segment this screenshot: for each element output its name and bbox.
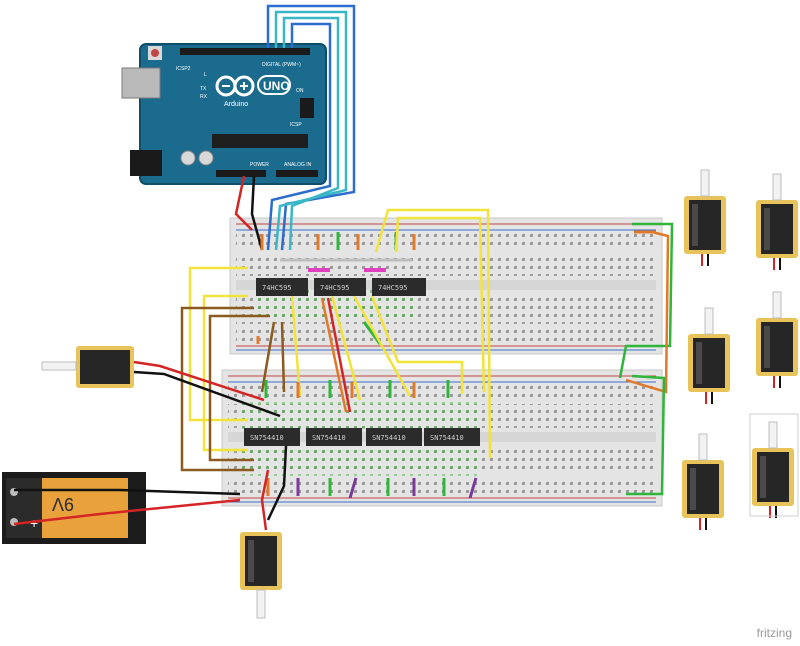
- solenoid: [682, 433, 724, 530]
- arduino-logo: UNO Arduino: [215, 75, 291, 108]
- breadboard-bottom: [221, 369, 663, 507]
- power-jack: [130, 150, 162, 176]
- atmega-chip: [212, 134, 308, 148]
- signal-wires: [234, 4, 356, 251]
- solenoid: [756, 291, 798, 388]
- usb-port: [121, 67, 161, 99]
- on-label: ON: [296, 88, 304, 94]
- chip-label-driver-1: SN754410: [250, 434, 284, 442]
- shift-register-chips: 74HC595 74HC595 74HC595: [256, 278, 426, 296]
- solenoid-group: [41, 169, 799, 619]
- reset-label: RESET: [146, 38, 163, 44]
- chip-label-driver-2: SN754410: [312, 434, 346, 442]
- solenoid: [752, 421, 794, 518]
- power-header: [216, 170, 266, 177]
- solenoid: [688, 307, 730, 404]
- digital-label: DIGITAL (PWM~): [262, 62, 301, 68]
- tx-label: TX: [200, 86, 207, 92]
- battery-voltage: 9V: [52, 494, 74, 514]
- icsp-label: ICSP: [290, 122, 302, 128]
- chip-label-driver-3: SN754410: [372, 434, 406, 442]
- chip-label-595-3: 74HC595: [378, 284, 408, 292]
- solenoid: [756, 173, 798, 270]
- battery-wires: [13, 488, 241, 526]
- solenoid: [240, 532, 282, 619]
- rx-label: RX: [200, 94, 208, 100]
- solenoid-left-wires: [133, 360, 288, 531]
- routing-wires: [180, 208, 492, 472]
- chip-label-595-2: 74HC595: [320, 284, 350, 292]
- icsp-header: [300, 98, 314, 118]
- chip-label-driver-4: SN754410: [430, 434, 464, 442]
- digital-header: [180, 48, 310, 55]
- power-rail-wires: [618, 222, 674, 496]
- breadboard-top: [229, 217, 663, 355]
- capacitor: [180, 150, 196, 166]
- l-label: L: [204, 72, 207, 78]
- power-label: POWER: [250, 162, 269, 168]
- fritzing-watermark: fritzing: [756, 626, 792, 640]
- bottom-jumpers: [264, 380, 478, 499]
- battery-plus: +: [30, 515, 38, 531]
- model-label: UNO: [263, 79, 290, 93]
- chip-label-595-1: 74HC595: [262, 284, 292, 292]
- solenoid: [684, 169, 726, 266]
- brand-label: Arduino: [224, 101, 248, 108]
- selection-box: [749, 413, 799, 517]
- analog-label: ANALOG IN: [284, 162, 312, 168]
- solenoid-horizontal: [41, 346, 134, 388]
- arduino-uno-board: RESET ICSP2 DIGITAL (PWM~) UNO Arduino L…: [121, 38, 327, 185]
- battery-9v: 9V + -: [2, 472, 146, 544]
- analog-header: [276, 170, 318, 177]
- capacitor: [198, 150, 214, 166]
- motor-driver-chips: SN754410 SN754410 SN754410 SN754410: [244, 428, 480, 446]
- icsp2-label: ICSP2: [176, 66, 191, 72]
